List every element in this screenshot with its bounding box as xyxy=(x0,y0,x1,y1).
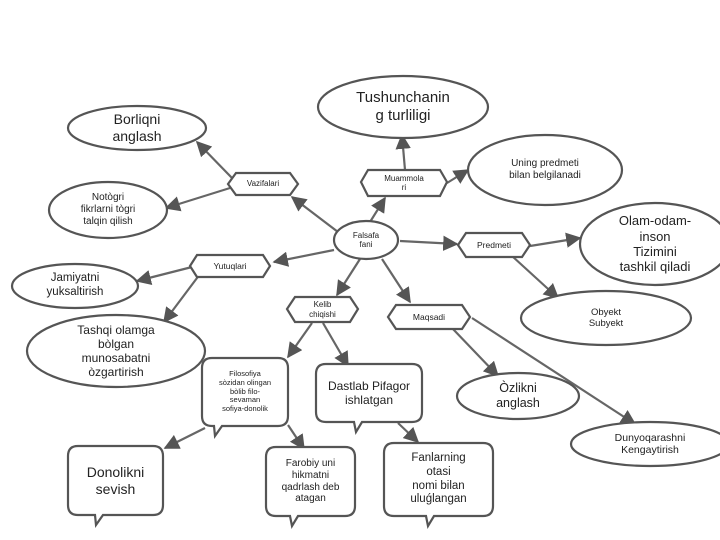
kelib-chiqishi-label: Kelib chiqishi xyxy=(309,300,336,319)
arrow-dastlab-to-fanlarning xyxy=(397,422,420,444)
maqsadi-hexagon xyxy=(386,303,472,331)
arrow-filosofiya-to-farobiy xyxy=(287,424,305,451)
jamiyatni-label: Jamiyatni yuksaltirish xyxy=(46,272,104,298)
uning-predmeti-ellipse xyxy=(466,133,624,207)
arrow-vazifalari-to-borliqni xyxy=(195,140,233,179)
arrow-center-to-yutuqlari xyxy=(272,248,335,267)
arrow-center-to-kelib-chiqishi xyxy=(336,258,361,297)
borliqni-anglash-label: Borliqni anglash xyxy=(112,111,162,144)
arrow-center-to-predmeti xyxy=(399,235,459,251)
tushunchaning-ellipse xyxy=(316,74,490,140)
donolikni-sevish-label: Donolikni sevish xyxy=(86,464,145,497)
borliqni-anglash-ellipse xyxy=(66,104,208,152)
arrow-yutuqlari-to-tashqi xyxy=(163,273,201,324)
arrow-vazifalari-to-notogri xyxy=(164,186,231,212)
notogri-fikrlar-ellipse xyxy=(47,180,169,240)
filosofiya-callout xyxy=(200,356,290,440)
maqsadi-label: Maqsadi xyxy=(412,311,446,322)
kelib-chiqishi-hexagon xyxy=(285,295,360,324)
arrow-center-to-muammolari xyxy=(369,196,386,223)
muammolari-hexagon xyxy=(359,168,449,198)
center-ellipse xyxy=(332,219,400,261)
uning-predmeti-label: Uning predmeti bilan belgilanadi xyxy=(509,158,581,181)
arrow-predmeti-to-obyekt xyxy=(511,255,560,300)
arrow-center-to-maqsadi xyxy=(381,258,411,304)
tushunchaning-label: Tushunchanin g turliligi xyxy=(356,89,450,124)
arrow-kelib-to-filosofiya xyxy=(287,322,313,359)
olam-odam-inson-label: Olam-odam- inson Tizimini tashkil qiladi xyxy=(618,213,692,275)
filosofiya-label: Filosofiya sòzidan olingan bòlib filo- s… xyxy=(218,368,272,414)
dastlab-pifagor-callout xyxy=(314,362,424,436)
yutuqlari-label: Yutuqlari xyxy=(213,260,247,271)
arrow-maqsadi-to-dunyoqarashni xyxy=(471,317,637,425)
notogri-fikrlar-label: Notògri fikrlarni tògri talqin qilish xyxy=(80,192,136,227)
donolikni-sevish-callout xyxy=(66,444,165,529)
arrow-predmeti-to-olam xyxy=(529,232,582,248)
predmeti-hexagon xyxy=(456,231,532,259)
ozlikni-anglash-label: Òzlikni anglash xyxy=(496,381,540,410)
muammolari-label: Muammola ri xyxy=(384,173,424,192)
obyekt-subyekt-ellipse xyxy=(519,289,693,347)
vazifalari-hexagon xyxy=(226,171,300,197)
olam-odam-inson-ellipse xyxy=(578,201,720,287)
arrow-kelib-to-dastlab xyxy=(322,322,349,368)
tashqi-olamga-ellipse xyxy=(25,313,207,389)
dastlab-pifagor-label: Dastlab Pifagor ishlatgan xyxy=(327,378,411,407)
predmeti-label: Predmeti xyxy=(476,239,511,250)
arrow-yutuqlari-to-jamiyatni xyxy=(135,265,193,286)
dunyoqarashni-label: Dunyoqarashni Kengaytirish xyxy=(614,431,686,456)
arrow-muammolari-to-uning-predmeti xyxy=(446,169,470,184)
arrow-filosofiya-to-donolikni xyxy=(163,427,206,449)
vazifalari-label: Vazifalari xyxy=(246,179,280,189)
arrow-muammolari-to-tushunchaning xyxy=(395,133,411,171)
yutuqlari-hexagon xyxy=(188,253,272,279)
fanlarning-otasi-callout xyxy=(382,441,495,530)
farobiy-label: Farobiy uni hikmatni qadrlash deb atagan xyxy=(281,457,340,505)
farobiy-callout xyxy=(264,445,357,530)
jamiyatni-ellipse xyxy=(10,262,140,310)
obyekt-subyekt-label: Obyekt Subyekt xyxy=(588,306,624,329)
fanlarning-otasi-label: Fanlarning otasi nomi bilan uluǵlangan xyxy=(410,452,467,506)
center-label: Falsafa fani xyxy=(352,230,380,249)
tashqi-olamga-label: Tashqi olamga bòlgan munosabatni òzgarti… xyxy=(77,322,155,380)
ozlikni-anglash-ellipse xyxy=(455,371,581,421)
dunyoqarashni-ellipse xyxy=(569,420,720,468)
arrow-center-to-vazifalari xyxy=(290,196,339,233)
arrow-maqsadi-to-ozlikni xyxy=(451,327,500,378)
